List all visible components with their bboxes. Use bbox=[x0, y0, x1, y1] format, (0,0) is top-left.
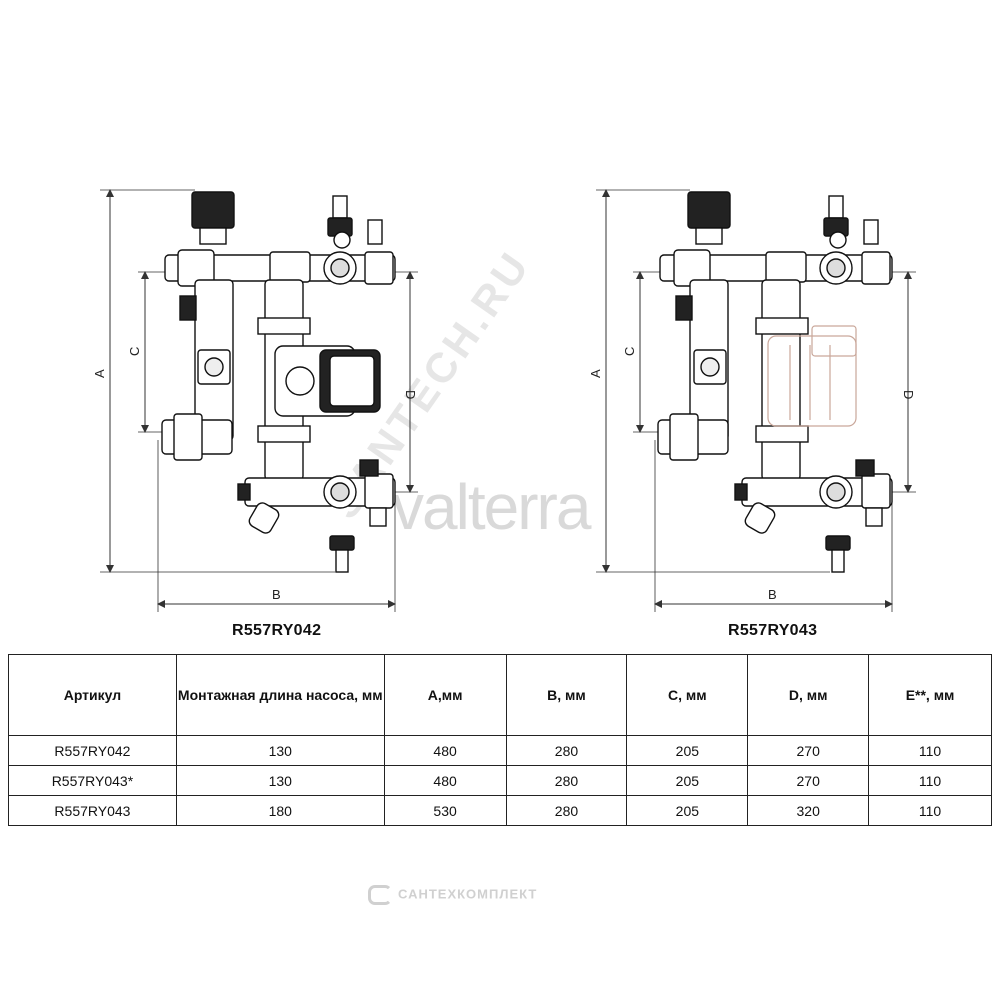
table-row: R557RY042 130 480 280 205 270 110 bbox=[8, 735, 992, 766]
cell-a: 530 bbox=[383, 795, 507, 826]
model-title-left: R557RY042 bbox=[232, 622, 322, 639]
dim-a-right: A bbox=[588, 369, 603, 378]
table-row: R557RY043 180 530 280 205 320 110 bbox=[8, 795, 992, 826]
cell-b: 280 bbox=[505, 795, 628, 826]
table-row: R557RY043* 130 480 280 205 270 110 bbox=[8, 765, 992, 796]
header-pump-length: Монтажная длина насоса, мм bbox=[175, 654, 385, 736]
dim-c-right: C bbox=[622, 347, 637, 356]
cell-e: 110 bbox=[868, 765, 992, 796]
cell-article: R557RY042 bbox=[8, 735, 177, 766]
cell-b: 280 bbox=[505, 765, 628, 796]
header-d: D, мм bbox=[747, 654, 870, 736]
cell-c: 205 bbox=[626, 795, 749, 826]
model-title-right: R557RY043 bbox=[728, 622, 818, 639]
cell-a: 480 bbox=[383, 735, 507, 766]
unit-right-drawing bbox=[596, 189, 916, 612]
specs-table: Артикул Монтажная длина насоса, мм A,мм … bbox=[8, 654, 992, 826]
header-e: E**, мм bbox=[868, 654, 992, 736]
cell-pump-length: 130 bbox=[175, 735, 385, 766]
cell-c: 205 bbox=[626, 765, 749, 796]
footer-watermark: САНТЕХКОМПЛЕКТ bbox=[368, 885, 537, 905]
footer-watermark-text: САНТЕХКОМПЛЕКТ bbox=[398, 886, 538, 902]
dim-b-left: B bbox=[272, 587, 281, 602]
cell-article: R557RY043 bbox=[8, 795, 177, 826]
company-logo-icon bbox=[368, 885, 392, 905]
cell-pump-length: 130 bbox=[175, 765, 385, 796]
dim-d-left: D bbox=[403, 390, 418, 399]
cell-d: 270 bbox=[747, 765, 870, 796]
cell-a: 480 bbox=[383, 765, 507, 796]
table-header-row: Артикул Монтажная длина насоса, мм A,мм … bbox=[8, 654, 992, 736]
brand-watermark: valterra bbox=[392, 471, 591, 543]
header-c: C, мм bbox=[626, 654, 749, 736]
header-b: B, мм bbox=[505, 654, 628, 736]
unit-left-drawing bbox=[100, 189, 418, 612]
dim-d-right: D bbox=[901, 390, 916, 399]
cell-c: 205 bbox=[626, 735, 749, 766]
cell-b: 280 bbox=[505, 735, 628, 766]
dim-a-left: A bbox=[92, 369, 107, 378]
cell-e: 110 bbox=[868, 795, 992, 826]
cell-d: 320 bbox=[747, 795, 870, 826]
technical-drawing: A C D B bbox=[92, 189, 916, 612]
header-a: A,мм bbox=[383, 654, 507, 736]
cell-pump-length: 180 bbox=[175, 795, 385, 826]
cell-article: R557RY043* bbox=[8, 765, 177, 796]
dim-b-right: B bbox=[768, 587, 777, 602]
header-article: Артикул bbox=[8, 654, 177, 736]
dim-c-left: C bbox=[127, 347, 142, 356]
cell-d: 270 bbox=[747, 735, 870, 766]
cell-e: 110 bbox=[868, 735, 992, 766]
